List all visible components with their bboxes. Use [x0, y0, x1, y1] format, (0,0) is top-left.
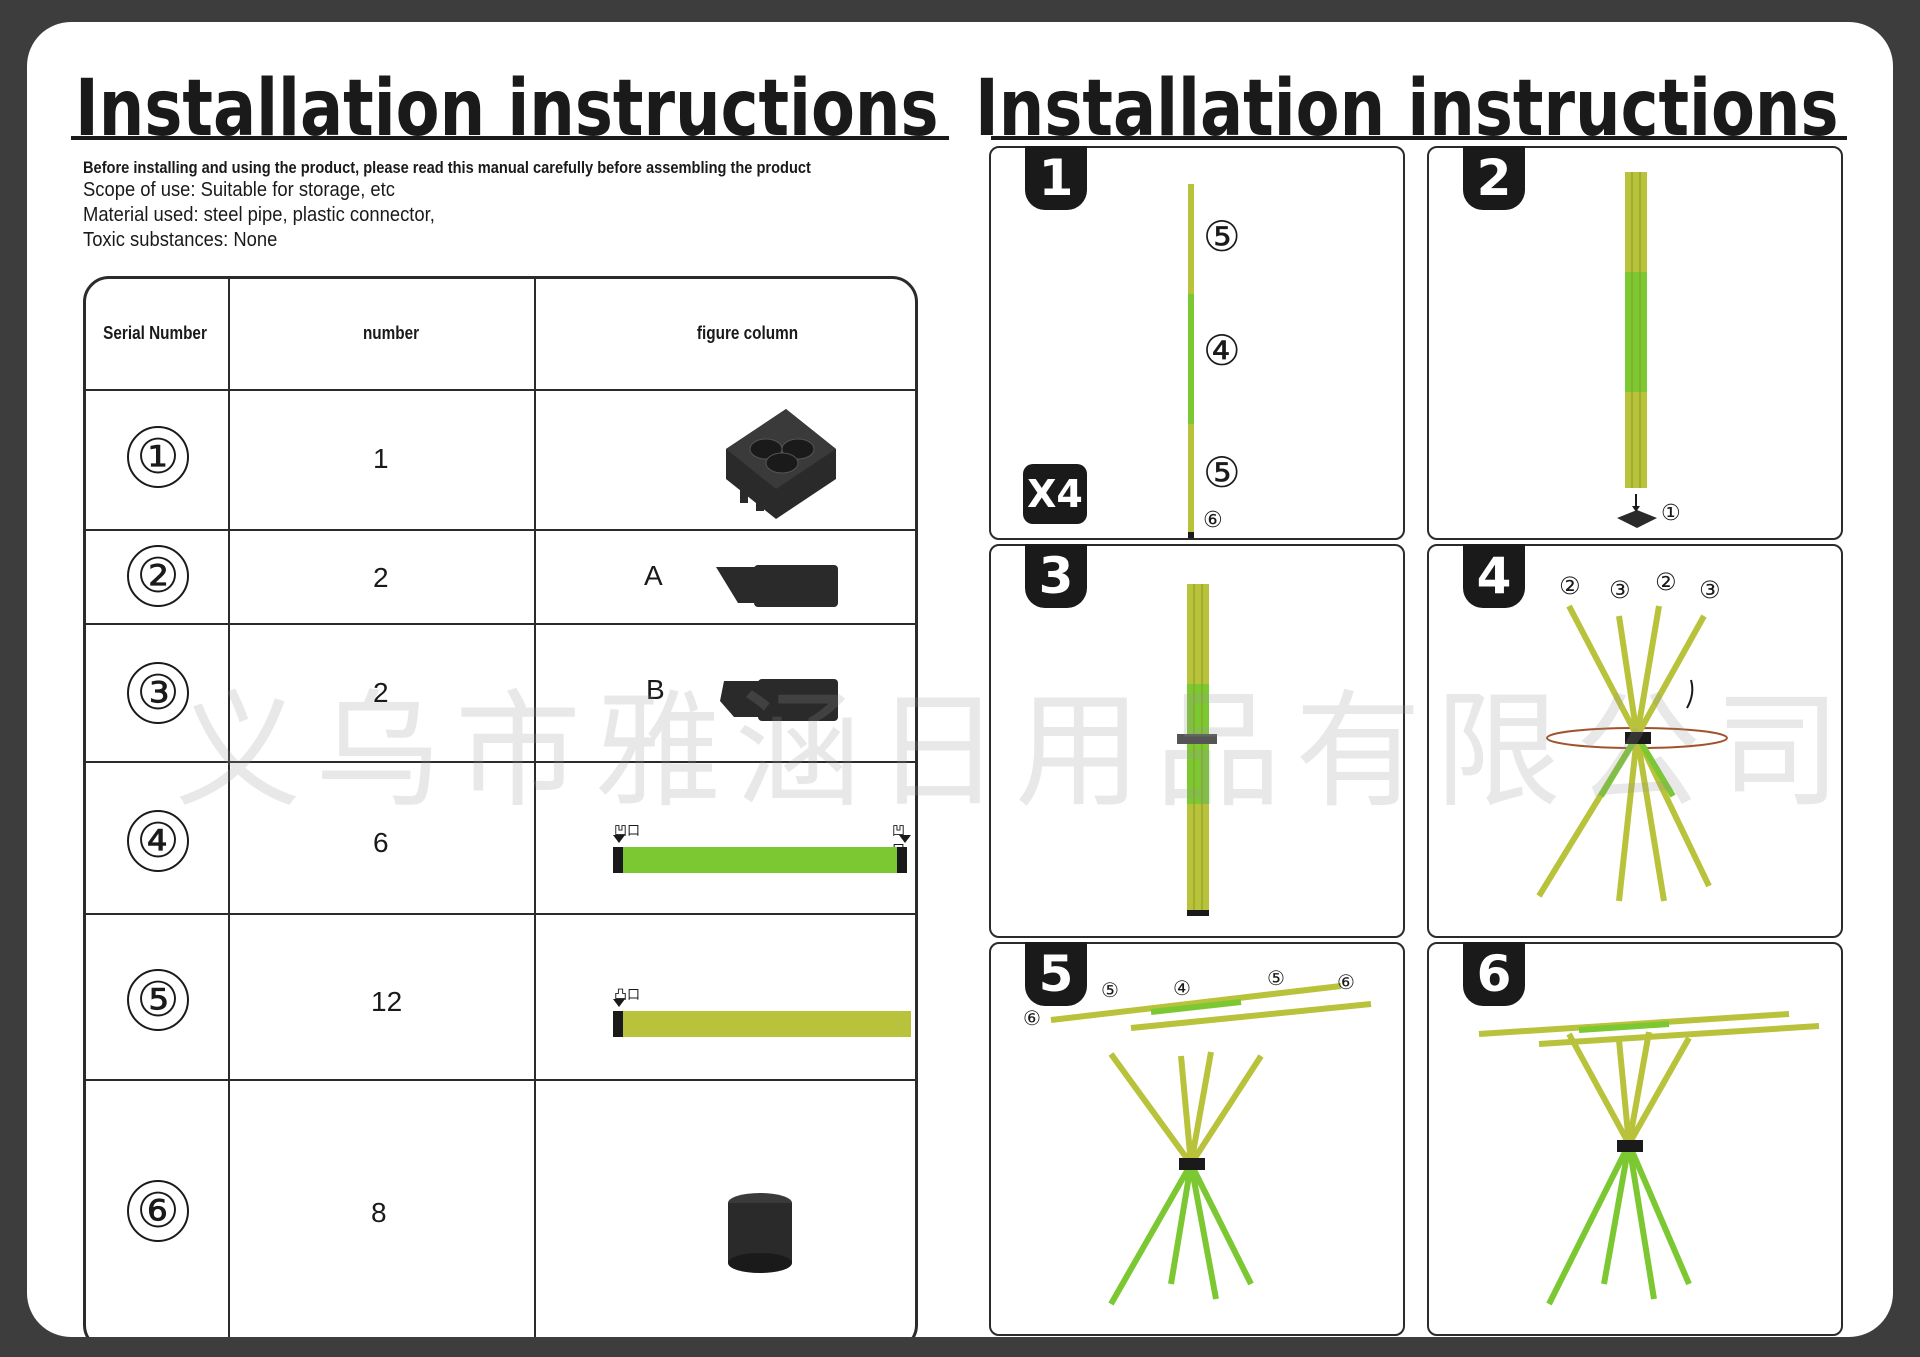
step-number-badge: 3 — [1025, 544, 1087, 608]
header-figure-column: figure column — [696, 323, 799, 343]
header-number: number — [362, 323, 420, 343]
table-divider — [86, 529, 915, 531]
base-connector-figure — [726, 409, 836, 519]
callout: ⑤ — [1267, 966, 1285, 990]
step-5-illustration — [1050, 983, 1372, 1306]
callout: ③ — [1699, 576, 1721, 604]
step-panel-5: 5 ⑤ ④ ⑤ ⑥ ⑥ — [989, 942, 1405, 1336]
quantity-multiplier: X4 — [1023, 464, 1087, 524]
callout: ⑤ — [1203, 448, 1241, 497]
header-serial-number: Serial Number — [103, 323, 207, 343]
step-number-badge: 4 — [1463, 544, 1525, 608]
callout: ⑥ — [1023, 1006, 1041, 1030]
table-divider — [228, 279, 230, 1337]
step-number-badge: 2 — [1463, 146, 1525, 210]
page-title-left: Installation instructions — [75, 64, 939, 154]
parts-table: Serial Number number figure column ① 1 — [83, 276, 918, 1337]
serial-number: ① — [127, 426, 189, 488]
table-divider — [86, 623, 915, 625]
part-quantity: 2 — [373, 677, 389, 708]
step-2-illustration — [1617, 172, 1657, 528]
intro-scope: Scope of use: Suitable for storage, etc — [83, 179, 395, 201]
step-4-illustration — [1536, 604, 1728, 902]
serial-number: ⑤ — [127, 969, 189, 1031]
part-quantity: 6 — [373, 827, 389, 858]
serial-number: ⑥ — [127, 1180, 189, 1242]
intro-text: Before installing and using the product,… — [83, 158, 929, 253]
callout: ① — [1661, 501, 1681, 526]
title-underline-right — [991, 136, 1847, 140]
step-3-illustration — [1177, 584, 1217, 916]
callout: ④ — [1173, 976, 1191, 1000]
callout: ② — [1655, 568, 1677, 596]
step-panel-3: 3 — [989, 544, 1405, 938]
step-panel-4: 4 ② ③ ② ③ — [1427, 544, 1843, 938]
table-divider — [86, 761, 915, 763]
table-divider — [534, 279, 536, 1337]
callout: ④ — [1203, 326, 1241, 375]
intro-toxic: Toxic substances: None — [83, 229, 278, 251]
part-quantity: 12 — [371, 986, 403, 1017]
step-panel-1: 1 X4 ⑤ ④ ⑤ ⑥ — [989, 146, 1405, 540]
step-number-badge: 6 — [1463, 942, 1525, 1006]
step-6-illustration — [1478, 1011, 1820, 1306]
callout: ⑤ — [1101, 978, 1119, 1002]
table-divider — [86, 389, 915, 391]
part-quantity: 1 — [373, 443, 389, 474]
intro-lead: Before installing and using the product,… — [83, 158, 811, 177]
table-divider — [86, 913, 915, 915]
part-quantity: 2 — [373, 562, 389, 593]
part-quantity: 8 — [371, 1197, 387, 1228]
intro-material: Material used: steel pipe, plastic conne… — [83, 204, 435, 226]
callout: ③ — [1609, 576, 1631, 604]
title-underline-left — [71, 136, 949, 140]
page-title-right: Installation instructions — [975, 64, 1839, 154]
serial-number: ② — [127, 545, 189, 607]
callout: ⑤ — [1203, 212, 1241, 261]
step-panel-2: 2 ① — [1427, 146, 1843, 540]
callout: ⑥ — [1337, 970, 1355, 994]
figure-label-b: B — [646, 674, 665, 705]
instruction-sheet: Installation instructions Installation i… — [27, 22, 1893, 1337]
step-number-badge: 1 — [1025, 146, 1087, 210]
serial-number: ③ — [127, 662, 189, 724]
step-number-badge: 5 — [1025, 942, 1087, 1006]
step-1-illustration — [1188, 184, 1194, 538]
callout: ⑥ — [1203, 508, 1223, 533]
table-divider — [86, 1079, 915, 1081]
parts-figures — [613, 565, 911, 1273]
figure-label-a: A — [644, 560, 663, 591]
callout: ② — [1559, 572, 1581, 600]
step-panel-6: 6 — [1427, 942, 1843, 1336]
serial-number: ④ — [127, 810, 189, 872]
